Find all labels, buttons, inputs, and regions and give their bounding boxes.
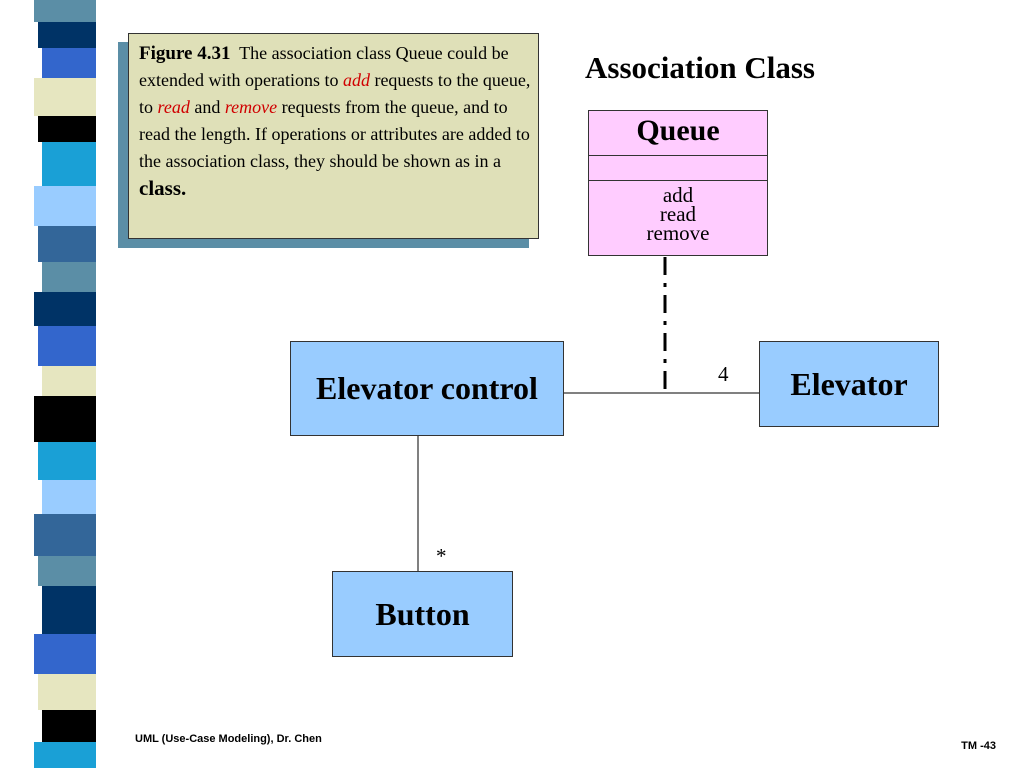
queue-association-class: Queue add read remove — [588, 110, 768, 256]
strip-band — [34, 514, 96, 556]
operation-read: read — [659, 202, 697, 226]
footer-page-number: TM -43 — [961, 740, 996, 752]
caption-word-remove: remove — [224, 97, 278, 117]
caption-text-3: and — [194, 97, 221, 117]
queue-operations-compartment: add read remove — [589, 181, 767, 245]
strip-band — [42, 366, 96, 396]
strip-band — [38, 674, 96, 710]
strip-band — [42, 142, 96, 186]
strip-band — [42, 586, 96, 634]
strip-band — [34, 742, 96, 768]
multiplicity-elevator: 4 — [718, 362, 729, 386]
figure-label: Figure 4.31 — [139, 43, 231, 64]
slide-title: Association Class — [585, 50, 815, 85]
caption-text-1: The association class Queue could be ext… — [139, 43, 509, 90]
figure-caption-callout: Figure 4.31 The association class Queue … — [128, 33, 539, 239]
strip-band — [38, 226, 96, 262]
multiplicity-button: * — [436, 544, 447, 568]
queue-class-name: Queue — [589, 111, 767, 156]
strip-band — [42, 710, 96, 742]
operation-remove: remove — [646, 221, 710, 245]
queue-attributes-compartment — [589, 156, 767, 181]
footer-course-title: UML (Use-Case Modeling), Dr. Chen — [135, 733, 322, 745]
strip-band — [42, 48, 96, 78]
strip-band — [42, 480, 96, 514]
strip-band — [34, 0, 96, 22]
caption-word-class: class. — [139, 176, 187, 200]
strip-band — [38, 326, 96, 366]
strip-band — [34, 292, 96, 326]
strip-band — [34, 634, 96, 674]
decorative-side-strip — [34, 0, 96, 768]
strip-band — [34, 78, 96, 116]
strip-band — [34, 186, 96, 226]
strip-band — [38, 556, 96, 586]
operation-add: add — [662, 183, 694, 207]
caption-word-read: read — [157, 97, 190, 117]
button-class: Button — [332, 571, 513, 657]
caption-text-2: requests to the queue, to — [139, 70, 531, 117]
strip-band — [38, 442, 96, 480]
caption-word-add: add — [342, 70, 370, 90]
elevator-control-class: Elevator control — [290, 341, 564, 436]
strip-band — [42, 262, 96, 292]
caption-text-4: requests from the queue, and to read the… — [139, 97, 530, 171]
elevator-class: Elevator — [759, 341, 939, 427]
strip-band — [38, 116, 96, 142]
strip-band — [38, 22, 96, 48]
strip-band — [34, 396, 96, 442]
